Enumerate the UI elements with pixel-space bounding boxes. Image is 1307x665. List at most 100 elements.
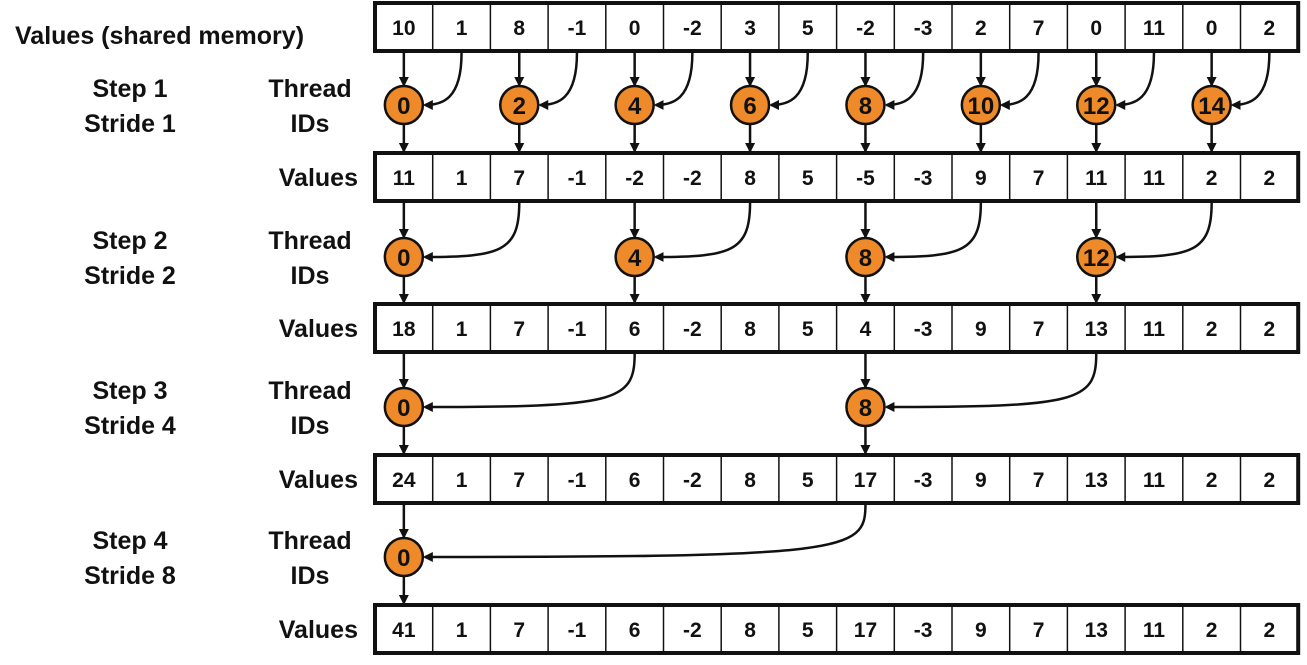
value-cell: -5 bbox=[856, 167, 875, 190]
thread-circle bbox=[1191, 84, 1232, 126]
stride-label: Stride 1 bbox=[84, 110, 176, 138]
value-cell: -1 bbox=[568, 318, 587, 341]
thread-id: 14 bbox=[1198, 93, 1225, 120]
thread-id: 4 bbox=[628, 245, 642, 272]
partner-arrow bbox=[884, 202, 983, 262]
value-cell: 13 bbox=[1085, 619, 1108, 642]
value-cell: 2 bbox=[1264, 469, 1276, 492]
partner-arrow bbox=[884, 52, 925, 110]
value-cell: 11 bbox=[1143, 469, 1166, 492]
value-cell: 5 bbox=[802, 17, 814, 40]
thread-circle bbox=[614, 84, 655, 126]
value-cell: 2 bbox=[1264, 17, 1276, 40]
value-cell: -1 bbox=[568, 469, 587, 492]
value-cell: -3 bbox=[914, 167, 933, 190]
value-cell: -2 bbox=[683, 469, 702, 492]
step-label: Step 1 bbox=[92, 75, 167, 103]
value-cell: -3 bbox=[914, 318, 933, 341]
stride-label: Stride 8 bbox=[84, 562, 176, 590]
partner-arrow bbox=[422, 52, 463, 110]
value-cell: 9 bbox=[975, 318, 987, 341]
stride-label: Stride 2 bbox=[84, 262, 176, 290]
partner-arrow bbox=[999, 52, 1040, 110]
value-cell: 6 bbox=[629, 619, 641, 642]
value-cell: 4 bbox=[860, 318, 872, 341]
value-cell: 1 bbox=[456, 469, 468, 492]
value-cell: 17 bbox=[854, 469, 877, 492]
thread-circle bbox=[383, 84, 425, 126]
value-cell: -3 bbox=[914, 619, 933, 642]
value-cell: 8 bbox=[744, 619, 756, 642]
value-cell: 1 bbox=[456, 17, 468, 40]
step-label: Step 2 bbox=[92, 227, 167, 255]
value-cell: 7 bbox=[513, 167, 525, 190]
stride-label: Stride 4 bbox=[84, 412, 176, 440]
value-cell: 11 bbox=[1143, 17, 1166, 40]
value-cell: 2 bbox=[1206, 318, 1218, 341]
values-label: Values bbox=[279, 466, 358, 494]
values-label: Values bbox=[279, 315, 358, 343]
step-label: Step 3 bbox=[92, 377, 167, 405]
partner-arrow bbox=[769, 52, 809, 110]
values-label: Values bbox=[279, 164, 358, 192]
value-cell: -1 bbox=[568, 167, 587, 190]
value-cell: -2 bbox=[683, 619, 702, 642]
value-cell: 17 bbox=[854, 619, 877, 642]
value-cell: 2 bbox=[1206, 619, 1218, 642]
value-cell: 11 bbox=[1143, 619, 1166, 642]
thread-id: 8 bbox=[859, 93, 872, 120]
thread-label: Thread bbox=[268, 527, 351, 555]
value-cell: 0 bbox=[1090, 17, 1102, 40]
value-cell: 2 bbox=[975, 17, 987, 40]
thread-circle bbox=[845, 386, 886, 428]
value-cell: -3 bbox=[914, 17, 933, 40]
value-cell: 6 bbox=[629, 318, 641, 341]
value-cell: 9 bbox=[975, 619, 987, 642]
partner-arrow bbox=[422, 504, 867, 562]
partner-arrow bbox=[1230, 52, 1271, 110]
value-cell: -1 bbox=[568, 17, 587, 40]
value-cell: 5 bbox=[802, 318, 814, 341]
value-cell: 11 bbox=[1085, 167, 1108, 190]
thread-id: 10 bbox=[967, 93, 994, 120]
value-cell: 41 bbox=[392, 619, 416, 642]
value-cell: 13 bbox=[1085, 318, 1108, 341]
value-cell: 8 bbox=[513, 17, 525, 40]
value-cell: 2 bbox=[1264, 619, 1276, 642]
value-cell: 10 bbox=[392, 17, 415, 40]
value-cell: 8 bbox=[744, 469, 756, 492]
partner-arrow bbox=[653, 202, 752, 262]
thread-id: 0 bbox=[397, 395, 410, 422]
value-cell: 7 bbox=[513, 619, 525, 642]
thread-id: 0 bbox=[397, 545, 410, 572]
thread-id: 2 bbox=[513, 93, 526, 120]
value-cell: 9 bbox=[975, 469, 987, 492]
thread-label: IDs bbox=[291, 562, 330, 590]
value-cell: 13 bbox=[1085, 469, 1108, 492]
value-cell: 18 bbox=[392, 318, 416, 341]
value-cell: 2 bbox=[1264, 167, 1276, 190]
partner-arrow bbox=[1115, 202, 1213, 262]
value-cell: 5 bbox=[802, 619, 814, 642]
thread-id: 12 bbox=[1083, 93, 1110, 120]
partner-arrow bbox=[538, 52, 579, 110]
value-cell: 11 bbox=[1143, 167, 1166, 190]
thread-circle bbox=[383, 236, 425, 278]
thread-label: IDs bbox=[291, 412, 330, 440]
thread-label: Thread bbox=[268, 75, 351, 103]
values-label: Values bbox=[279, 616, 358, 644]
thread-id: 8 bbox=[859, 245, 872, 272]
value-cell: 7 bbox=[1033, 619, 1045, 642]
thread-circle bbox=[1076, 236, 1117, 278]
thread-circle bbox=[1076, 84, 1117, 126]
value-cell: 7 bbox=[1033, 318, 1045, 341]
thread-label: IDs bbox=[291, 110, 330, 138]
thread-circle bbox=[383, 386, 425, 428]
value-cell: 5 bbox=[802, 469, 814, 492]
value-cell: -1 bbox=[568, 619, 587, 642]
thread-id: 0 bbox=[397, 245, 410, 272]
value-cell: 0 bbox=[629, 17, 641, 40]
